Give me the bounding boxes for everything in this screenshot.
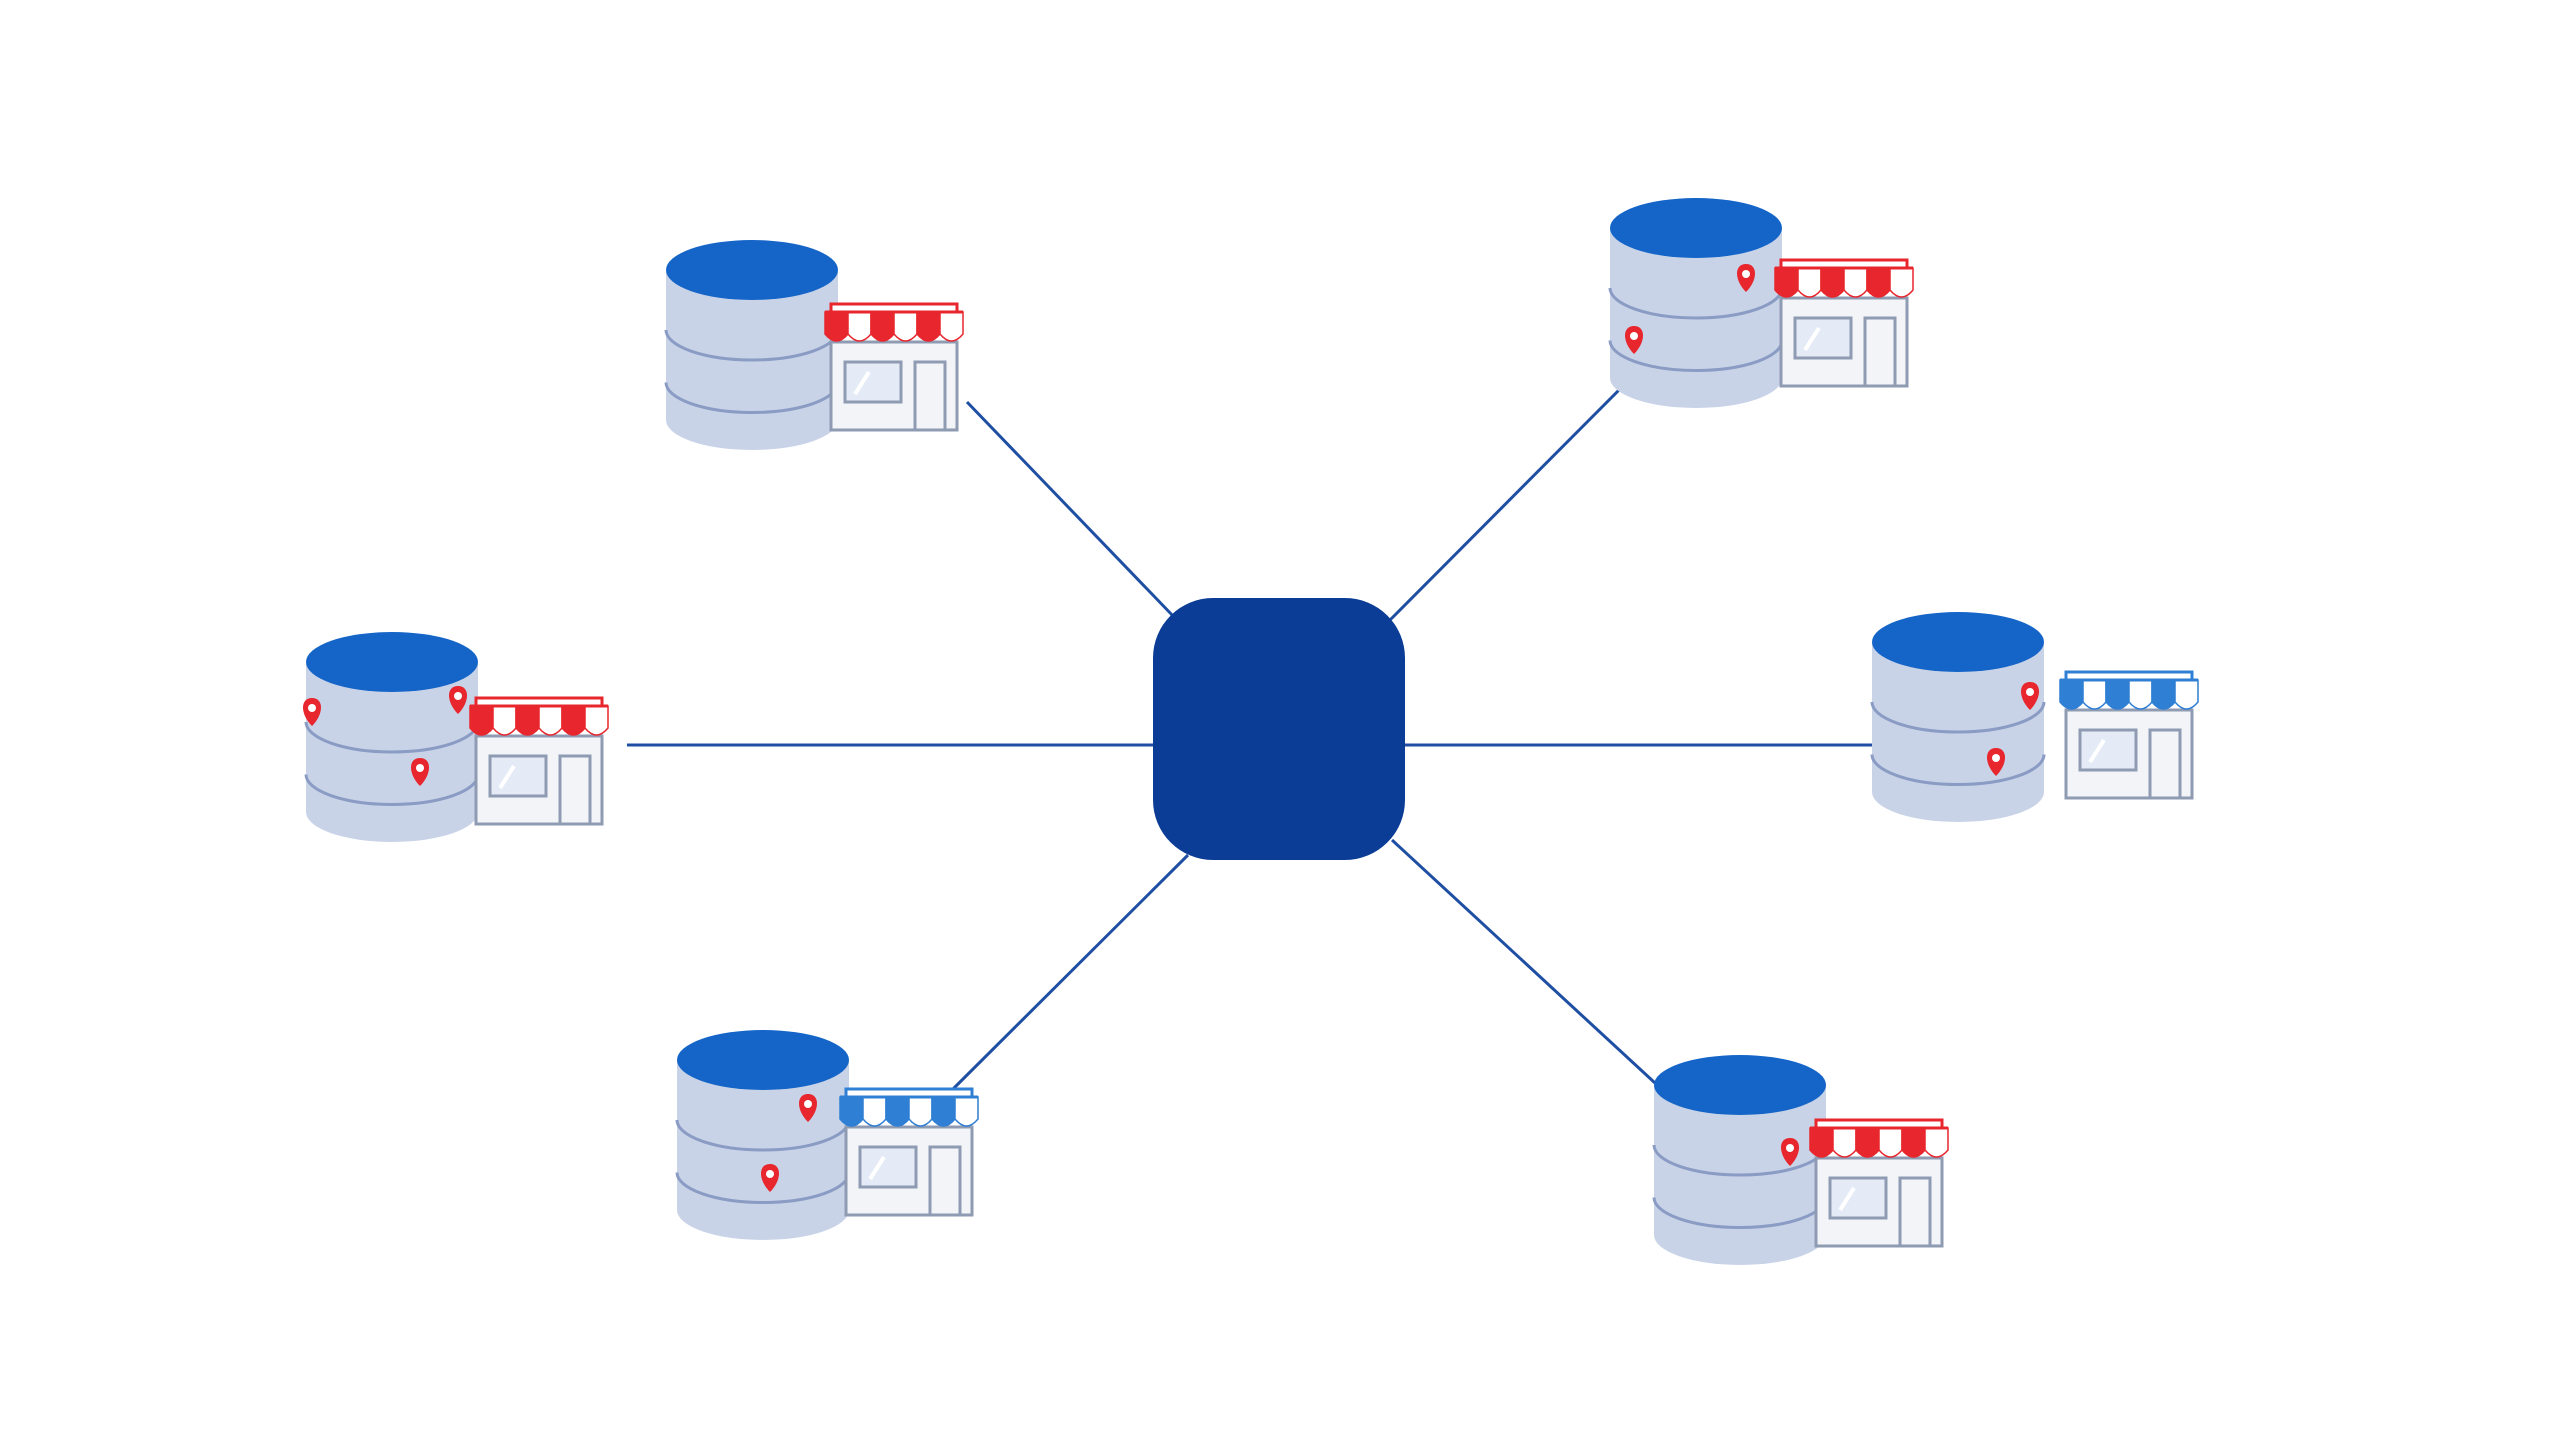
store-nodes xyxy=(303,198,2199,1265)
store-node-bottom-right xyxy=(1652,1055,1949,1265)
location-pin-icon xyxy=(761,1164,779,1192)
storefront-icon xyxy=(1774,258,1914,388)
storefront-icon xyxy=(824,302,964,432)
central-hub-icon xyxy=(1153,598,1405,860)
database-icon xyxy=(675,1030,851,1240)
database-icon xyxy=(1870,612,2046,822)
store-node-middle-left xyxy=(303,632,609,842)
location-pin-icon xyxy=(449,686,467,714)
connector-line-top-right xyxy=(1388,380,1629,622)
connectors xyxy=(627,380,1898,1094)
database-icon xyxy=(304,632,480,842)
store-node-top-left xyxy=(664,240,964,450)
store-node-middle-right xyxy=(1870,612,2199,822)
awning xyxy=(1774,266,1914,298)
location-pin-icon xyxy=(303,698,321,726)
location-pin-icon xyxy=(1987,748,2005,776)
connector-line-bottom-right xyxy=(1390,838,1657,1085)
awning xyxy=(839,1095,979,1127)
connector-line-top-left xyxy=(965,400,1177,620)
location-pin-icon xyxy=(411,758,429,786)
location-pin-icon xyxy=(1737,264,1755,292)
connector-line-bottom-left xyxy=(948,853,1190,1094)
awning xyxy=(1809,1126,1949,1158)
location-pin-icon xyxy=(1781,1138,1799,1166)
store-node-top-right xyxy=(1608,198,1914,408)
storefront-icon xyxy=(2059,670,2199,800)
storefront-icon xyxy=(469,696,609,826)
database-icon xyxy=(1652,1055,1828,1265)
storefront-icon xyxy=(1809,1118,1949,1248)
awning xyxy=(824,310,964,342)
database-icon xyxy=(1608,198,1784,408)
location-pin-icon xyxy=(2021,682,2039,710)
awning xyxy=(2059,678,2199,710)
awning xyxy=(469,704,609,736)
store-node-bottom-left xyxy=(675,1030,979,1240)
location-pin-icon xyxy=(799,1094,817,1122)
location-pin-icon xyxy=(1625,326,1643,354)
database-icon xyxy=(664,240,840,450)
storefront-icon xyxy=(839,1087,979,1217)
